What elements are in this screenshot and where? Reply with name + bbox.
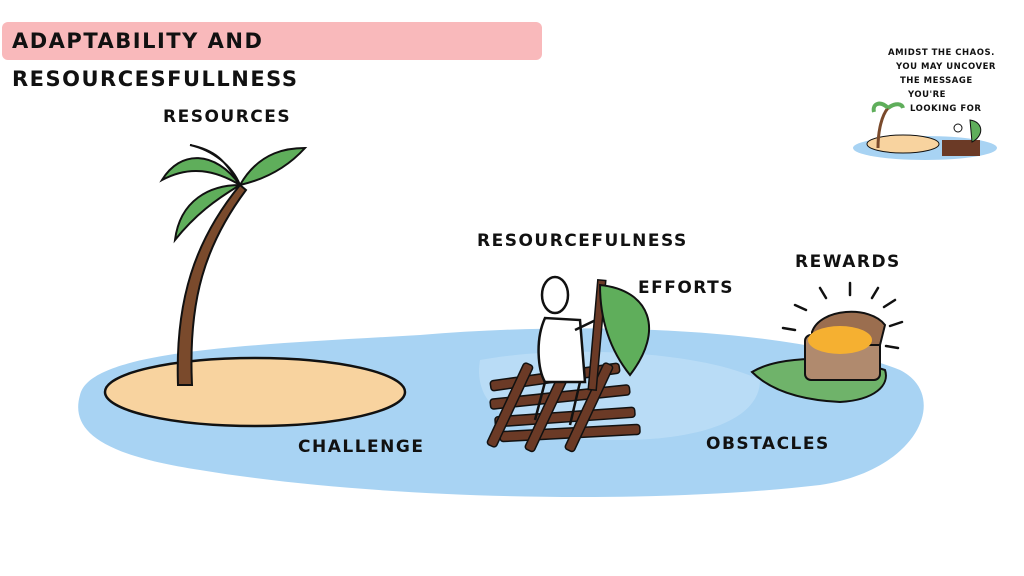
note-line: AMIDST THE CHAOS.	[888, 48, 995, 58]
label-challenge: CHALLENGE	[298, 437, 425, 457]
raft	[486, 362, 641, 453]
note-line: YOU'RE	[908, 90, 946, 100]
treasure-chest	[804, 310, 887, 381]
leaf-sail	[598, 283, 651, 377]
label-efforts: EFFORTS	[638, 278, 734, 298]
mini-scene	[853, 101, 997, 160]
person	[533, 275, 601, 426]
palm-trunk	[176, 183, 248, 386]
note-line: LOOKING FOR	[910, 104, 982, 114]
note-line: YOU MAY UNCOVER	[896, 62, 996, 72]
label-rewards: REWARDS	[795, 252, 901, 272]
palm-leaves	[159, 144, 308, 244]
note-line: THE MESSAGE	[900, 76, 973, 86]
title-banner: ADAPTABILITY AND RESOURCESFULLNESS	[2, 22, 542, 91]
sand-island	[103, 356, 407, 428]
label-resourcefulness: RESOURCEFULNESS	[477, 231, 688, 251]
label-resources: RESOURCES	[163, 107, 292, 127]
shine-rays	[781, 281, 904, 350]
label-obstacles: OBSTACLES	[706, 434, 830, 454]
